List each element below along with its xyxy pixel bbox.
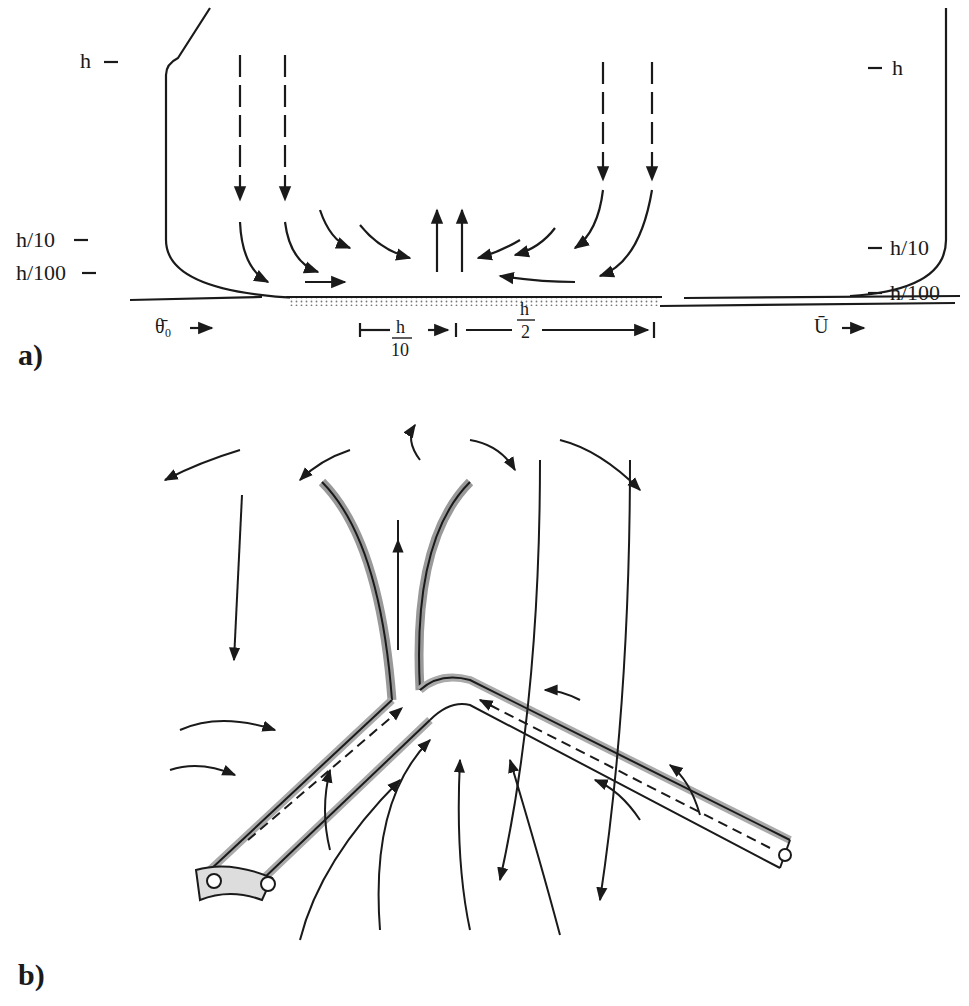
dim-label: h/10 bbox=[890, 237, 929, 259]
fraction-part: 10 bbox=[391, 341, 409, 359]
panel-label: b) bbox=[18, 960, 45, 990]
dim-label: h bbox=[892, 57, 903, 79]
panel-label: a) bbox=[18, 340, 43, 370]
dim-label: h bbox=[80, 50, 91, 72]
fraction-part: 2 bbox=[521, 323, 530, 341]
fraction-part: h bbox=[520, 300, 529, 318]
dim-label: h/100 bbox=[16, 262, 66, 284]
dim-label: h/10 bbox=[16, 229, 55, 251]
dim-label: h/100 bbox=[890, 282, 940, 304]
variable-label: θ̄₀ bbox=[155, 316, 172, 336]
fraction-part: h bbox=[396, 318, 405, 336]
variable-label: Ū bbox=[814, 316, 828, 336]
